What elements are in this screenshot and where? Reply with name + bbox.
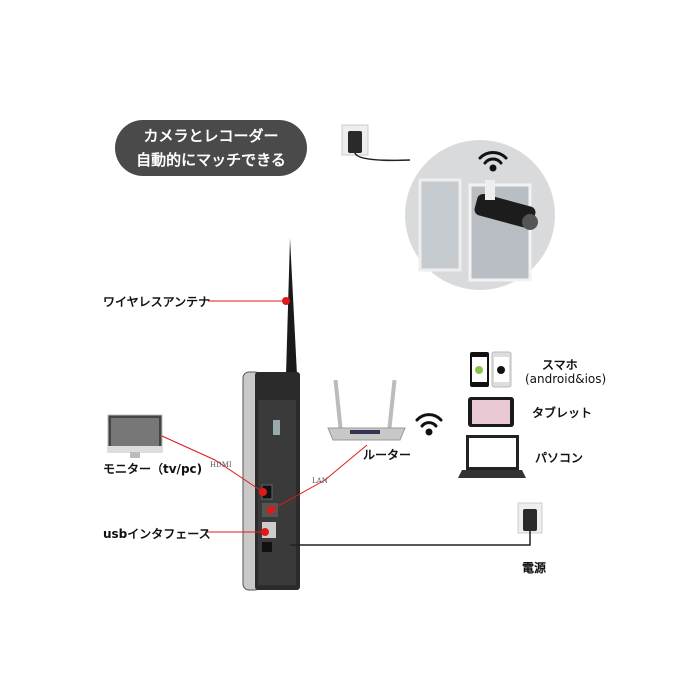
- power-plug-icon: [290, 502, 543, 546]
- nvr-recorder: [242, 371, 300, 591]
- router-label: ルーター: [363, 448, 412, 462]
- callout-bubble: カメラとレコーダー 自動的にマッチできる: [115, 120, 307, 176]
- lan-label: LAN: [312, 477, 328, 485]
- monitor-icon: [107, 414, 163, 458]
- callout-line1: カメラとレコーダー: [143, 127, 279, 145]
- smartphone-os-label: (android&ios): [525, 372, 607, 386]
- wifi-icon: [415, 413, 443, 436]
- pc-label: パソコン: [535, 451, 584, 465]
- antenna-label: ワイヤレスアンテナ: [103, 295, 211, 309]
- power-label: 電源: [522, 561, 547, 575]
- smartphone-label: スマホ: [542, 358, 578, 372]
- smartphones-icon: [470, 351, 512, 388]
- callout-line2: 自動的にマッチできる: [136, 151, 286, 169]
- camera-illustration: [405, 140, 555, 290]
- power-plug-icon-top: [341, 124, 411, 162]
- tablet-icon: [468, 397, 514, 427]
- hdmi-label: HDMI: [210, 461, 232, 469]
- connector-dots: [259, 297, 290, 536]
- usb-label: usbインタフェース: [103, 527, 211, 541]
- tablet-label: タブレット: [532, 406, 593, 420]
- wireless-antenna: [286, 238, 297, 375]
- monitor-label: モニター（tv/pc): [103, 462, 203, 476]
- wifi-icon-camera: [478, 151, 508, 172]
- connector-lines: [161, 300, 368, 533]
- laptop-icon: [458, 435, 526, 478]
- router-icon: [327, 379, 406, 441]
